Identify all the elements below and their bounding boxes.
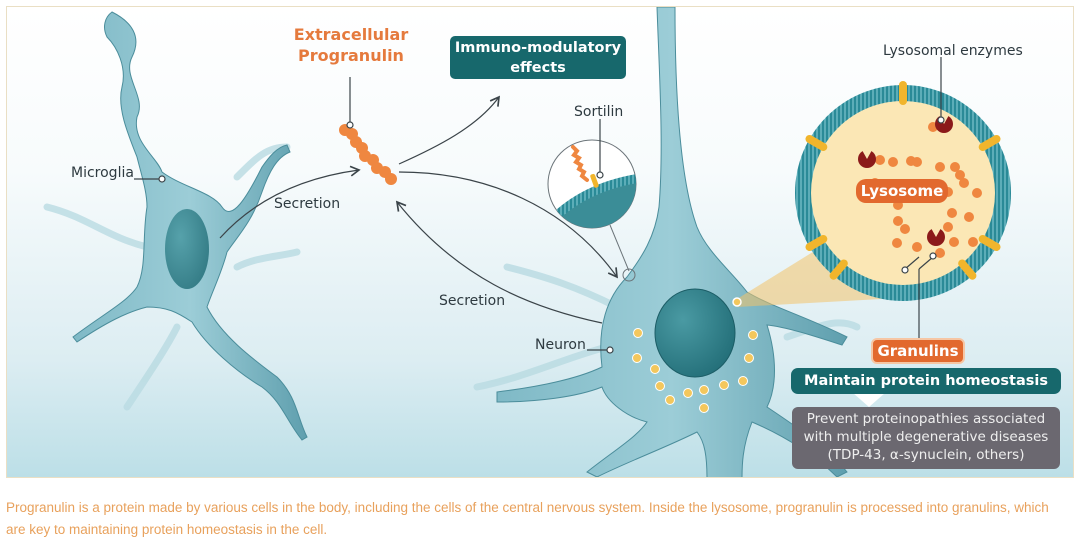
vesicle xyxy=(719,380,729,390)
secretion-arrow-microglia xyxy=(219,165,361,239)
vesicles xyxy=(632,328,758,413)
arrow-to-immuno xyxy=(398,95,501,165)
vesicle xyxy=(699,403,709,413)
lysosome-protein-fragment xyxy=(955,170,965,180)
lysosome-protein-fragment xyxy=(947,208,957,218)
secretion-label-neuron: Secretion xyxy=(439,293,506,309)
immuno-modulatory-box: Immuno-modulatory effects xyxy=(450,36,626,79)
lysosome-protein-fragment xyxy=(892,238,902,248)
membrane-channel xyxy=(829,259,848,280)
neuron-label: Neuron xyxy=(535,337,586,353)
vesicle xyxy=(665,395,675,405)
lysosomal-enzymes-label: Lysosomal enzymes xyxy=(883,43,1023,59)
vesicle xyxy=(738,376,748,386)
membrane-channel xyxy=(978,135,1001,151)
sortilin-label: Sortilin xyxy=(574,104,624,120)
membrane-channel xyxy=(978,235,1001,251)
lysosome-protein-fragment xyxy=(900,224,910,234)
lysosome-protein-fragment xyxy=(972,188,982,198)
vesicle xyxy=(683,388,693,398)
enzyme-cleft xyxy=(931,228,941,237)
lysosome-protein-fragment xyxy=(968,237,978,247)
extracellular-progranulin-title: Extracellular Progranulin xyxy=(289,24,413,66)
lysosome-protein-fragment xyxy=(888,157,898,167)
lysosome-protein-fragment xyxy=(959,178,969,188)
granulins-label: Granulins xyxy=(871,338,965,364)
lysosome-protein-fragment xyxy=(912,242,922,252)
secretion-label-microglia: Secretion xyxy=(274,196,341,212)
maintain-homeostasis-box: Maintain protein homeostasis xyxy=(791,368,1061,394)
immuno-line-1: Immuno-modulatory xyxy=(454,40,622,56)
neuron-cell xyxy=(496,7,848,477)
sortilin-inset xyxy=(547,119,637,282)
prevent-proteinopathies-box: Prevent proteinopathies associated with … xyxy=(792,407,1060,469)
membrane-channel xyxy=(958,259,977,280)
faint-processes xyxy=(43,143,861,411)
lysosome-label: Lysosome xyxy=(856,179,948,203)
progranulin-chain xyxy=(339,124,397,185)
lysosome-protein-fragment xyxy=(950,162,960,172)
prevent-line-3: (TDP-43, α-synuclein, others) xyxy=(827,447,1025,463)
arrows xyxy=(219,95,618,324)
diagram-panel: Microglia Secretion Secretion Neuron Sor… xyxy=(6,6,1074,478)
vesicle xyxy=(744,353,754,363)
prevent-line-1: Prevent proteinopathies associated xyxy=(806,411,1046,427)
vesicle xyxy=(748,330,758,340)
figure-caption: Progranulin is a protein made by various… xyxy=(6,500,1049,537)
microglia-label: Microglia xyxy=(71,165,134,181)
arrow-to-neuron xyxy=(398,171,618,279)
vesicle xyxy=(632,353,642,363)
vesicle xyxy=(650,364,660,374)
lysosome-protein-fragment xyxy=(964,212,974,222)
progranulin-bead xyxy=(385,173,397,185)
prevent-line-2: with multiple degenerative diseases xyxy=(803,429,1049,445)
lysosome-protein-fragment xyxy=(912,157,922,167)
secretion-arrow-neuron xyxy=(395,200,603,324)
vesicle xyxy=(699,385,709,395)
title-line-2: Progranulin xyxy=(298,46,404,65)
lysosome-protein-fragment xyxy=(949,237,959,247)
vesicle xyxy=(633,328,643,338)
pointer-triangle xyxy=(853,393,885,407)
membrane-channel xyxy=(805,235,828,251)
lysosome-protein-fragment xyxy=(893,216,903,226)
enzyme-cleft xyxy=(862,150,872,159)
membrane-channel xyxy=(899,81,907,105)
microglia-cell xyxy=(72,11,308,441)
vesicle xyxy=(655,381,665,391)
lysosome-protein-fragment xyxy=(935,162,945,172)
title-line-1: Extracellular xyxy=(293,25,409,44)
lysosome-protein-fragment xyxy=(943,222,953,232)
lysosome-protein-fragment xyxy=(935,248,945,258)
immuno-line-2: effects xyxy=(510,60,566,76)
membrane-channel xyxy=(805,135,828,151)
lysosome-protein-fragment xyxy=(875,155,885,165)
